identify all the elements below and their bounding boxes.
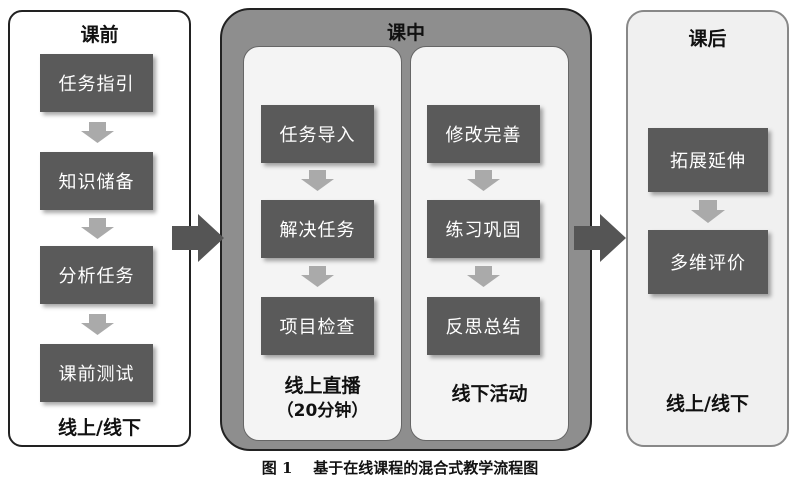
down-arrow-icon xyxy=(691,200,725,223)
down-arrow-icon xyxy=(467,266,500,287)
step-extension: 拓展延伸 xyxy=(648,128,768,192)
step-task-introduction: 任务导入 xyxy=(261,105,374,163)
in-class-title: 课中 xyxy=(386,22,425,44)
down-arrow-icon xyxy=(81,314,114,335)
step-project-check: 项目检查 xyxy=(261,297,374,355)
figure-caption: 图 1 基于在线课程的混合式教学流程图 xyxy=(261,459,539,477)
step-reflect-summarize: 反思总结 xyxy=(427,297,540,355)
step-knowledge-reserve: 知识储备 xyxy=(40,152,153,210)
down-arrow-icon xyxy=(81,218,114,239)
down-arrow-icon xyxy=(467,170,500,191)
step-revise-improve: 修改完善 xyxy=(427,105,540,163)
down-arrow-icon xyxy=(301,170,334,191)
before-class-title: 课前 xyxy=(80,24,119,46)
online-live-label: 线上直播 xyxy=(284,375,361,397)
step-solve-task: 解决任务 xyxy=(261,200,374,258)
offline-activity-label: 线下活动 xyxy=(451,383,528,405)
online-live-duration: （20分钟） xyxy=(276,401,369,421)
step-practice-consolidate: 练习巩固 xyxy=(427,200,540,258)
down-arrow-icon xyxy=(301,266,334,287)
right-arrow-icon xyxy=(172,214,224,262)
after-class-mode: 线上/线下 xyxy=(666,393,749,415)
step-task-guide: 任务指引 xyxy=(40,54,153,112)
step-multi-evaluation: 多维评价 xyxy=(648,230,768,294)
step-pre-class-test: 课前测试 xyxy=(40,344,153,402)
down-arrow-icon xyxy=(81,122,114,143)
right-arrow-icon xyxy=(574,214,626,262)
before-class-mode: 线上/线下 xyxy=(58,417,141,439)
step-analyze-task: 分析任务 xyxy=(40,246,153,304)
after-class-panel xyxy=(626,10,789,447)
after-class-title: 课后 xyxy=(688,28,727,50)
